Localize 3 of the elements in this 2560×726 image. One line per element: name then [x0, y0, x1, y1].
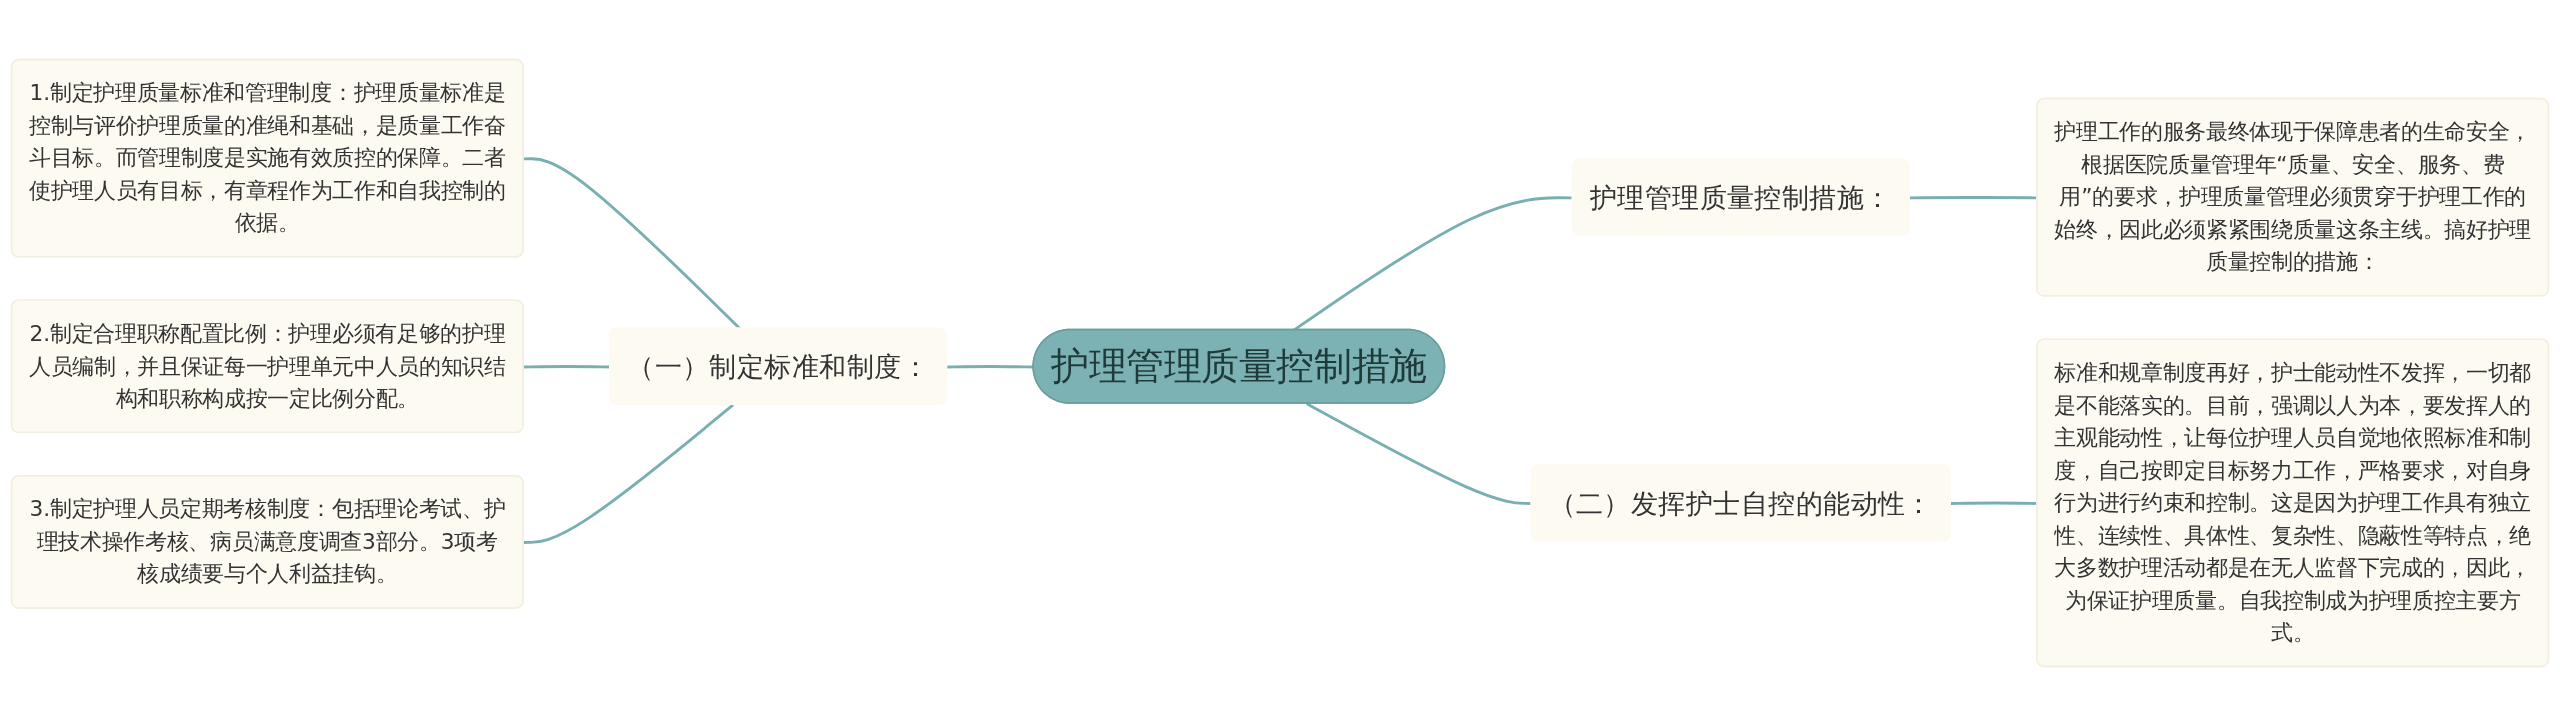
connector [1306, 402, 1532, 505]
connector [523, 403, 734, 544]
connector [947, 365, 1034, 369]
